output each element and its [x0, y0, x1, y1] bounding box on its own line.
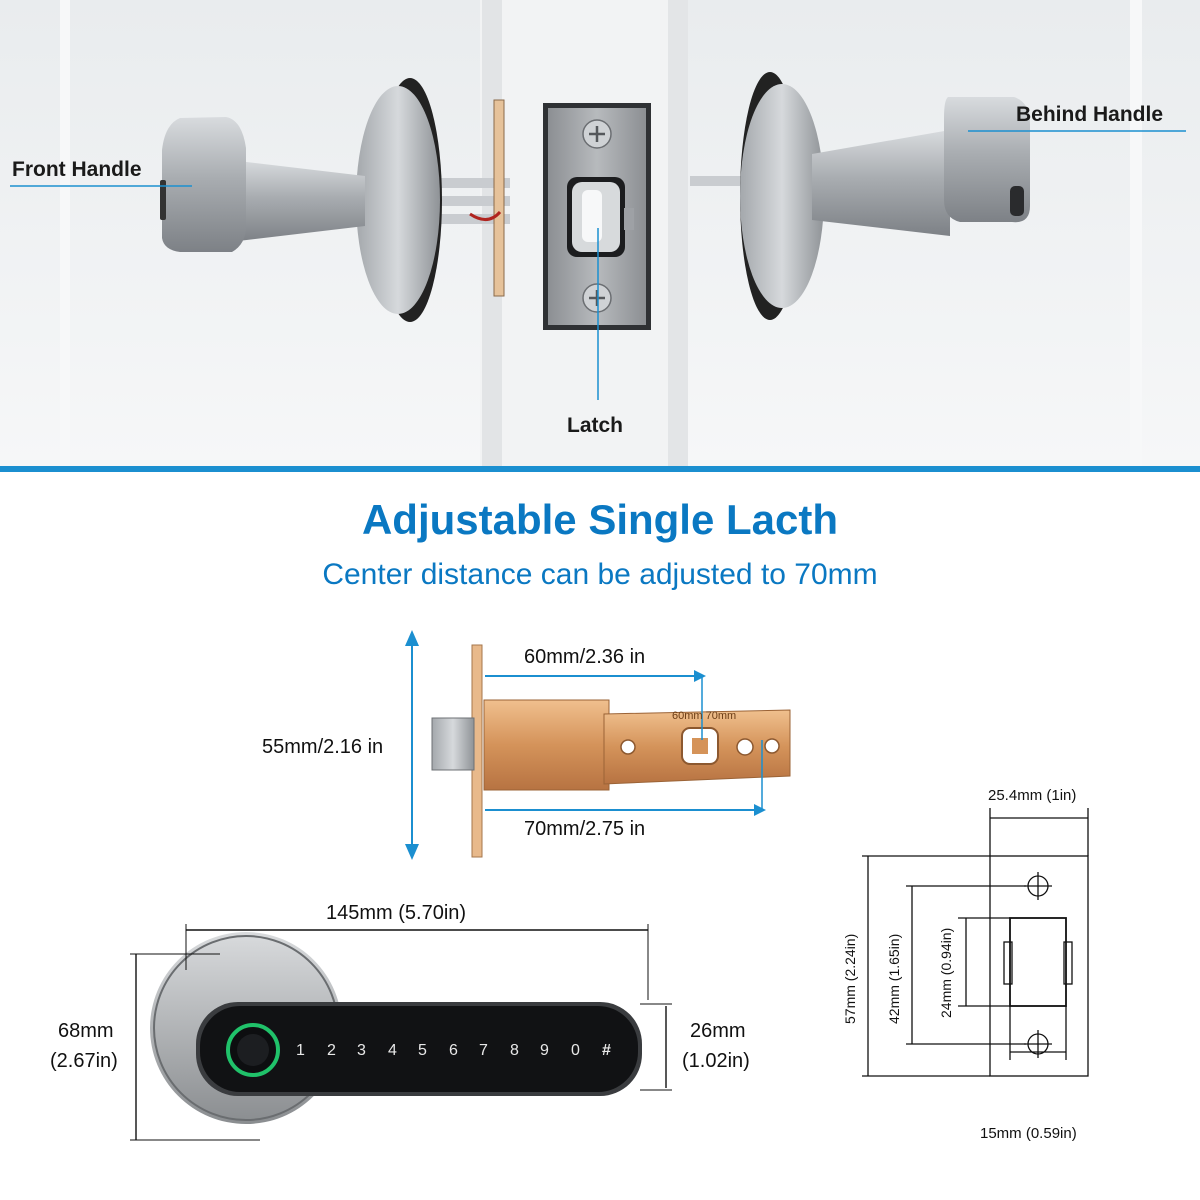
- headline-title: Adjustable Single Lacth: [361, 496, 839, 543]
- lever-height-in: (1.02in): [682, 1050, 750, 1072]
- keypad-key: 1: [296, 1042, 305, 1059]
- behind-handle: [690, 72, 1030, 320]
- front-handle: [160, 78, 510, 322]
- keypad-key: #: [602, 1042, 611, 1059]
- strike-width-dim: 25.4mm (1in): [988, 787, 1077, 804]
- strike-opening-height-dim: 24mm (0.94in): [938, 927, 954, 1018]
- handle-length-dim: 145mm (5.70in): [326, 902, 467, 924]
- lever-height-mm: 26mm: [690, 1020, 746, 1042]
- callout-leaders: [10, 130, 1186, 400]
- latch-bolt-drawing: [405, 630, 791, 860]
- latch-label: Latch: [567, 414, 624, 437]
- latch-engraving: 60mm 70mm: [672, 710, 737, 722]
- keypad-key: 2: [327, 1042, 336, 1059]
- keypad-key: 6: [449, 1042, 458, 1059]
- strike-height-dim: 57mm (2.24in): [842, 933, 858, 1024]
- strike-hole-spacing-dim: 42mm (1.65in): [886, 933, 902, 1024]
- keypad: 1 2 3 4 5 6 7 8 9 0 #: [296, 1042, 626, 1066]
- keypad-key: 9: [540, 1042, 549, 1059]
- strike-plate-drawing: [862, 808, 1089, 1077]
- keypad-key: 4: [388, 1042, 397, 1059]
- latch-plate: [543, 103, 651, 330]
- keypad-key: 3: [357, 1042, 366, 1059]
- rose-height-mm: 68mm: [58, 1020, 114, 1042]
- rose-height-in: (2.67in): [50, 1050, 118, 1072]
- keypad-key: 0: [571, 1042, 580, 1059]
- backset-short-dim: 60mm/2.36 in: [524, 646, 646, 668]
- keypad-key: 8: [510, 1042, 519, 1059]
- keypad-key: 7: [479, 1042, 488, 1059]
- strike-opening-width-dim: 15mm (0.59in): [980, 1125, 1077, 1142]
- keypad-key: 5: [418, 1042, 427, 1059]
- front-handle-label: Front Handle: [12, 158, 142, 181]
- latch-height-dim: 55mm/2.16 in: [262, 736, 384, 758]
- behind-handle-label: Behind Handle: [1016, 103, 1164, 126]
- lever-handle-drawing: [130, 924, 672, 1141]
- section-divider: [0, 466, 1200, 472]
- headline-subtitle: Center distance can be adjusted to 70mm: [322, 558, 878, 591]
- backset-long-dim: 70mm/2.75 in: [524, 818, 646, 840]
